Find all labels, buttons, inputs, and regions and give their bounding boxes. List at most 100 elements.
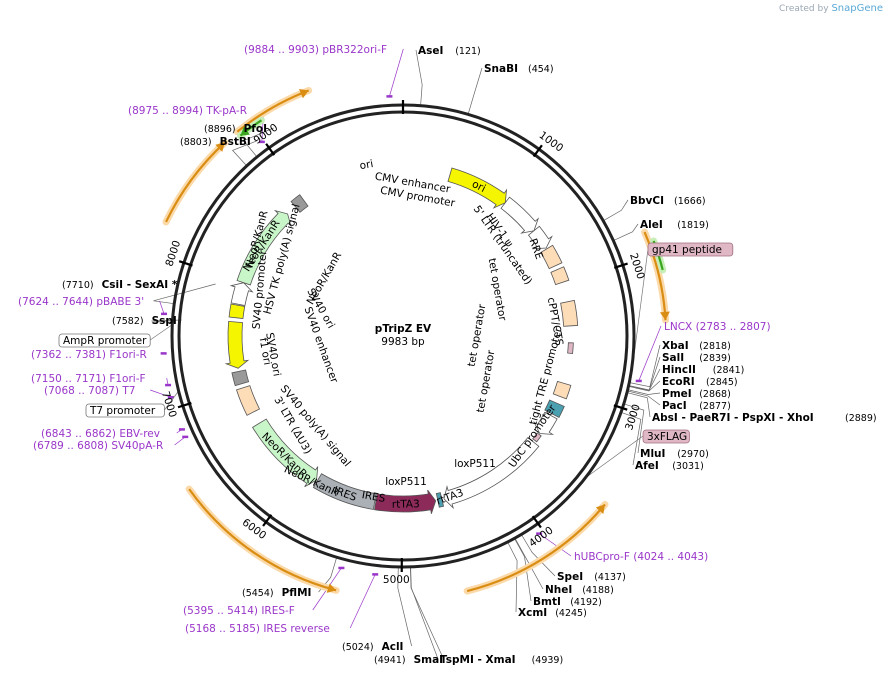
leader-line: [630, 344, 661, 388]
restriction-site-csii-sexai[interactable]: (7710)CsiI - SexAI *: [62, 279, 178, 291]
site-position: (8803): [180, 137, 212, 148]
restriction-site-pmei[interactable]: PmeI(2868): [662, 388, 731, 400]
boxed-label-gp41-peptide[interactable]: gp41 peptide: [647, 242, 734, 257]
restriction-site-asei[interactable]: AseI(121): [418, 45, 481, 57]
feature-f1-ori[interactable]: [224, 320, 250, 369]
site-position: (4939): [532, 655, 564, 666]
restriction-site-paci[interactable]: PacI (2877): [662, 400, 731, 412]
tick-label-8000: 8000: [163, 239, 183, 268]
feature-3xflag[interactable]: [532, 432, 542, 443]
restriction-site-hincii[interactable]: HincII(2841): [662, 364, 744, 376]
restriction-site-xbai[interactable]: XbaI(2818): [662, 340, 731, 352]
feature-sv40-ori[interactable]: [228, 303, 246, 319]
feature-cppt-cts[interactable]: [552, 380, 572, 400]
primer-label[interactable]: hUBCpro-F (4024 .. 4043): [574, 551, 708, 563]
primer-label[interactable]: (6843 .. 6862) EBV-rev: [41, 428, 160, 440]
site-position: (2818): [699, 341, 731, 352]
primer-label[interactable]: (9884 .. 9903) pBR322ori-F: [244, 44, 387, 56]
restriction-site-bstbi[interactable]: (8803)BstBI: [180, 136, 251, 148]
boxed-label-ampr-promoter[interactable]: AmpR promoter: [58, 333, 151, 348]
tick-mark: [178, 260, 193, 267]
site-name: PacI: [662, 400, 687, 412]
restriction-site-pfoi[interactable]: (8896)PfoI: [204, 123, 267, 135]
site-position: (1819): [677, 220, 709, 231]
restriction-site-acli[interactable]: (5024)AclI: [342, 641, 403, 653]
restriction-site-alei[interactable]: AleI(1819): [640, 219, 709, 231]
restriction-site-ecori[interactable]: EcoRI(2845): [662, 376, 738, 388]
leader-line: [629, 380, 661, 392]
site-name: MluI: [640, 448, 665, 460]
snapgene-branding: Created by SnapGene: [779, 3, 883, 14]
inner-label-neor-kanr: NeoR/KanR: [305, 250, 345, 307]
site-position: (3031): [672, 461, 704, 472]
primer-label[interactable]: (5168 .. 5185) IRES reverse: [185, 623, 330, 635]
site-labels: AseI(121)SnaBI(454) BbvCI(1666) AleI(1819)…: [18, 44, 877, 666]
leader-line: [603, 199, 629, 221]
site-name: SspI: [152, 315, 177, 327]
outer-arc: [188, 488, 337, 592]
restriction-site-sspi[interactable]: (7582)SspI: [112, 315, 177, 327]
feature-tight-tre-promoter[interactable]: [533, 411, 558, 435]
restriction-site-smai[interactable]: (4941)SmaI: [374, 654, 443, 666]
primer-label[interactable]: (7362 .. 7381) F1ori-R: [31, 349, 147, 361]
feature-3-ltr-u3[interactable]: [235, 385, 261, 416]
primer-label[interactable]: (6789 .. 6808) SV40pA-R: [33, 440, 163, 452]
feature-hsv-tk-poly-a-signal[interactable]: [290, 194, 309, 213]
feature-ori[interactable]: [447, 167, 508, 209]
site-position: (2877): [699, 401, 731, 412]
outer-arc: [165, 141, 226, 223]
site-position: (2839): [699, 353, 731, 364]
feature-rtta3[interactable]: [374, 489, 437, 514]
restriction-site-tspmi-xmai[interactable]: TspMI - XmaI(4939): [440, 654, 563, 666]
restriction-site-mlui[interactable]: MluI (2970): [640, 448, 709, 460]
feature-tet-operator[interactable]: [544, 399, 565, 418]
tick-mark: [262, 514, 273, 527]
boxed-label-t7-promoter[interactable]: T7 promoter: [85, 403, 165, 418]
tick-label-3000: 3000: [623, 403, 643, 432]
feature-sv40-enhancer[interactable]: [229, 282, 254, 306]
feature-hiv-1[interactable]: [550, 266, 570, 286]
site-position: (4245): [555, 608, 587, 619]
site-position: (121): [455, 46, 481, 57]
restriction-site-sali[interactable]: SalI(2839): [662, 352, 731, 364]
primer-label[interactable]: (5395 .. 5414) IRES-F: [183, 605, 295, 617]
boxed-label-3xflag[interactable]: 3xFLAG: [642, 429, 690, 444]
primer-label[interactable]: (7150 .. 7171) F1ori-F: [31, 373, 146, 385]
feature-neor-kanr[interactable]: [236, 209, 292, 286]
restriction-site-bbvci[interactable]: BbvCI(1666): [630, 195, 706, 207]
inner-label-ori: ori: [359, 158, 375, 172]
feature-cmv-promoter[interactable]: [527, 225, 553, 250]
primer-label[interactable]: (8975 .. 8994) TK-pA-R: [128, 105, 247, 117]
primer-label[interactable]: (7624 .. 7644) pBABE 3': [18, 296, 144, 308]
outer-arc: [466, 503, 606, 593]
primer-label[interactable]: (7068 .. 7087) T7: [44, 385, 135, 397]
feature-cmv-enhancer[interactable]: [500, 196, 540, 234]
leader-line: [415, 49, 423, 105]
feature-rre[interactable]: [560, 299, 579, 327]
restriction-site-spei[interactable]: SpeI(4137): [557, 571, 626, 583]
restriction-site-pflmi[interactable]: (5454)PflMI: [242, 587, 311, 599]
feature-gp41-peptide[interactable]: [567, 342, 574, 355]
tick-mark: [265, 143, 276, 156]
restriction-site-nhei[interactable]: NheI(4188): [545, 584, 614, 596]
primer-label[interactable]: LNCX (2783 .. 2807): [664, 321, 771, 333]
restriction-site-bmti[interactable]: BmtI(4192): [533, 596, 602, 608]
leader-line: [629, 368, 661, 391]
restriction-site-snabi[interactable]: SnaBI(454): [484, 63, 554, 75]
restriction-site-afei[interactable]: AfeI(3031): [635, 460, 704, 472]
feature-loxp511[interactable]: [435, 492, 445, 508]
site-name: PfoI: [244, 123, 267, 135]
feature-neor-kanr[interactable]: [252, 418, 319, 488]
feature-ubc-promoter[interactable]: [443, 436, 540, 510]
restriction-site-xcmi[interactable]: XcmI(4245): [518, 607, 587, 619]
feature-sv40-poly-a-signal[interactable]: [231, 369, 250, 387]
feature-5-ltr-truncated[interactable]: [540, 244, 563, 270]
primer-leader: [349, 574, 376, 629]
feature-ires[interactable]: [312, 473, 377, 510]
site-name: BbvCI: [630, 195, 664, 207]
tick-label-5000: 5000: [383, 574, 410, 586]
primer-leader: [159, 300, 165, 314]
site-position: (2970): [677, 449, 709, 460]
outer-arc-arrowhead: [595, 504, 605, 515]
restriction-site-multi[interactable]: AbsI - PaeR7I - PspXI - XhoI(2889): [652, 412, 877, 424]
